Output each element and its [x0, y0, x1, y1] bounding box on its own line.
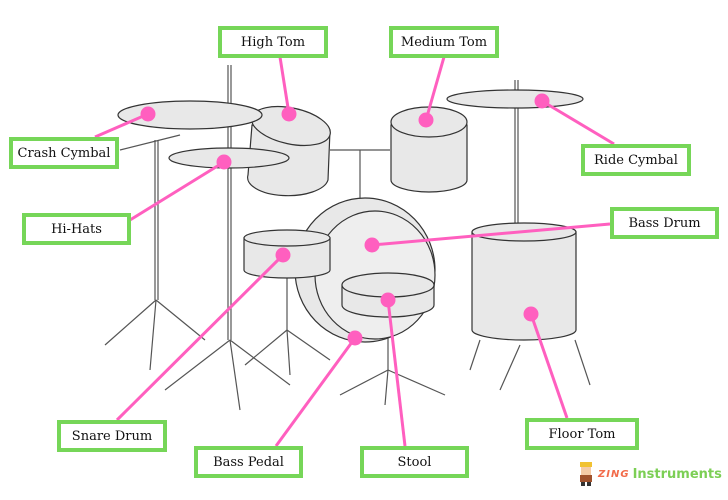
label-crash-cymbal: Crash Cymbal [9, 137, 119, 169]
crash-cymbal-pointer [94, 112, 149, 139]
bass-drum-pointer [371, 222, 611, 247]
hi-hats-pointer [129, 160, 225, 222]
label-medium-tom: Medium Tom [389, 26, 499, 58]
label-snare-drum: Snare Drum [57, 420, 167, 452]
high-tom-pointer [278, 56, 291, 115]
mascot-icon [580, 462, 592, 486]
label-high-tom: High Tom [218, 26, 328, 58]
label-bass-pedal: Bass Pedal [194, 446, 303, 478]
snare-drum-pointer [115, 253, 285, 422]
zing-instruments-logo: ZING Instruments [577, 462, 722, 486]
medium-tom-pointer [424, 56, 446, 121]
label-floor-tom: Floor Tom [525, 418, 639, 450]
logo-name: Instruments [632, 466, 722, 482]
label-hi-hats: Hi-Hats [22, 213, 131, 245]
floor-tom-pointer [529, 313, 569, 419]
ride-cymbal-pointer [541, 99, 615, 146]
logo-brand: ZING [598, 468, 630, 480]
label-stool: Stool [360, 446, 469, 478]
stool-pointer [386, 299, 407, 447]
bass-pedal-pointer [274, 337, 357, 447]
label-ride-cymbal: Ride Cymbal [581, 144, 691, 176]
label-bass-drum: Bass Drum [610, 207, 719, 239]
